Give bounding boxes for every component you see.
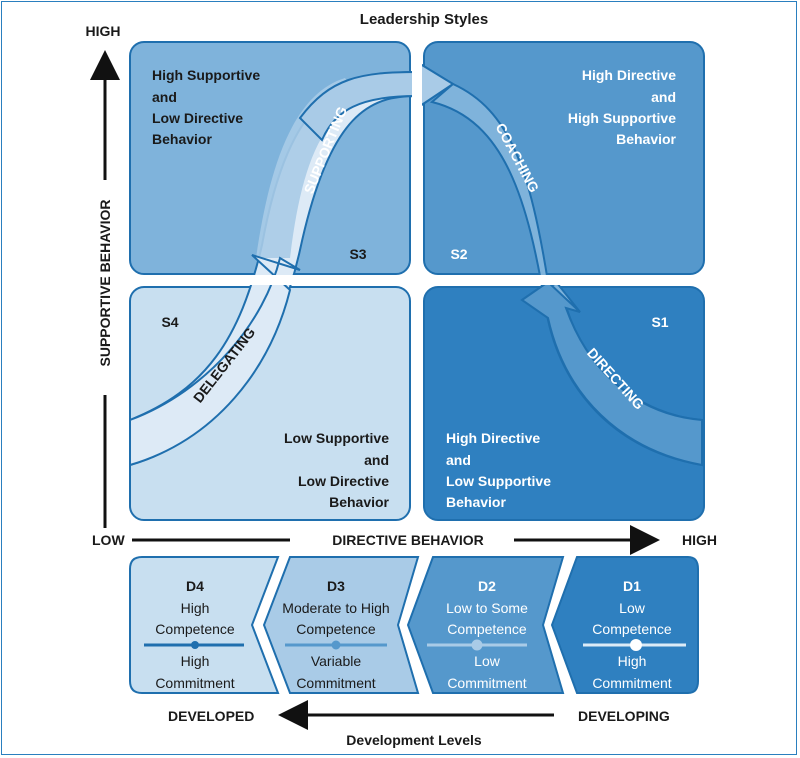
- development-level-d3-text: D3 Moderate to High Competence Variable …: [282, 578, 389, 691]
- development-level-d4: [129, 556, 280, 694]
- quadrant-s3-description: High Supportive and Low Directive Behavi…: [152, 67, 260, 147]
- svg-text:Commitment: Commitment: [447, 675, 526, 691]
- svg-text:Low: Low: [619, 600, 646, 616]
- svg-text:Low Supportive: Low Supportive: [284, 430, 389, 446]
- quadrant-s2: [423, 41, 705, 275]
- svg-text:High Supportive: High Supportive: [568, 110, 676, 126]
- svg-text:High: High: [181, 653, 210, 669]
- svg-text:High: High: [618, 653, 647, 669]
- svg-text:Behavior: Behavior: [446, 494, 506, 510]
- svg-text:and: and: [152, 89, 177, 105]
- svg-text:D1: D1: [623, 578, 641, 594]
- development-level-d4-text: D4 High Competence High Commitment: [155, 578, 235, 691]
- quadrant-s4-description: Low Supportive and Low Directive Behavio…: [284, 430, 390, 510]
- svg-text:High Supportive: High Supportive: [152, 67, 260, 83]
- dev-axis-right-label: DEVELOPING: [578, 708, 670, 724]
- x-axis-high-label: HIGH: [682, 532, 717, 548]
- svg-text:High: High: [181, 600, 210, 616]
- svg-text:Competence: Competence: [296, 621, 376, 637]
- chart-title: Leadership Styles: [360, 11, 488, 28]
- development-levels-title: Development Levels: [346, 732, 482, 748]
- curve-delegating-arrow: [129, 254, 301, 467]
- development-level-d2-text: D2 Low to Some Competence Low Commitment: [446, 578, 528, 691]
- y-axis-label: SUPPORTIVE BEHAVIOR: [97, 200, 113, 367]
- development-level-d1: [550, 556, 699, 694]
- svg-text:Behavior: Behavior: [329, 494, 389, 510]
- quadrant-s1: [423, 286, 705, 521]
- development-level-d1-text: D1 Low Competence High Commitment: [592, 578, 672, 691]
- svg-text:Behavior: Behavior: [152, 131, 212, 147]
- svg-text:Moderate to High: Moderate to High: [282, 600, 389, 616]
- d1-scale-marker: [630, 639, 642, 651]
- quadrant-s3-code: S3: [349, 246, 366, 262]
- svg-text:Competence: Competence: [155, 621, 235, 637]
- svg-text:and: and: [651, 89, 676, 105]
- svg-text:Commitment: Commitment: [155, 675, 234, 691]
- curve-directing-arrow: [520, 280, 703, 467]
- x-axis-label: DIRECTIVE BEHAVIOR: [332, 532, 483, 548]
- d4-scale-marker: [191, 641, 199, 649]
- svg-text:and: and: [364, 452, 389, 468]
- svg-text:High Directive: High Directive: [582, 67, 676, 83]
- quadrant-s1-description: High Directive and Low Supportive Behavi…: [446, 430, 551, 510]
- development-level-d2: [406, 556, 565, 694]
- svg-text:D2: D2: [478, 578, 496, 594]
- y-axis-high-label: HIGH: [86, 23, 121, 39]
- svg-text:Behavior: Behavior: [616, 131, 676, 147]
- svg-text:Commitment: Commitment: [296, 675, 375, 691]
- development-level-d3: [262, 556, 420, 694]
- svg-text:Low to Some: Low to Some: [446, 600, 528, 616]
- dev-axis-left-label: DEVELOPED: [168, 708, 254, 724]
- svg-text:Low: Low: [474, 653, 501, 669]
- svg-text:D4: D4: [186, 578, 204, 594]
- quadrant-s1-code: S1: [651, 314, 668, 330]
- svg-text:Low Directive: Low Directive: [152, 110, 243, 126]
- x-axis-low-label: LOW: [92, 532, 125, 548]
- quadrant-s4-code: S4: [161, 314, 178, 330]
- svg-text:Low Directive: Low Directive: [298, 473, 389, 489]
- d2-scale-marker: [471, 639, 483, 651]
- svg-text:and: and: [446, 452, 471, 468]
- d3-scale-marker: [331, 640, 341, 650]
- quadrant-s2-description: High Directive and High Supportive Behav…: [568, 67, 677, 147]
- curve-supporting-shade: [256, 78, 360, 258]
- svg-text:Variable: Variable: [311, 653, 362, 669]
- svg-text:High Directive: High Directive: [446, 430, 540, 446]
- svg-text:Competence: Competence: [447, 621, 527, 637]
- svg-text:Competence: Competence: [592, 621, 672, 637]
- svg-text:Commitment: Commitment: [592, 675, 671, 691]
- svg-text:D3: D3: [327, 578, 345, 594]
- svg-text:Low Supportive: Low Supportive: [446, 473, 551, 489]
- quadrant-s2-code: S2: [450, 246, 467, 262]
